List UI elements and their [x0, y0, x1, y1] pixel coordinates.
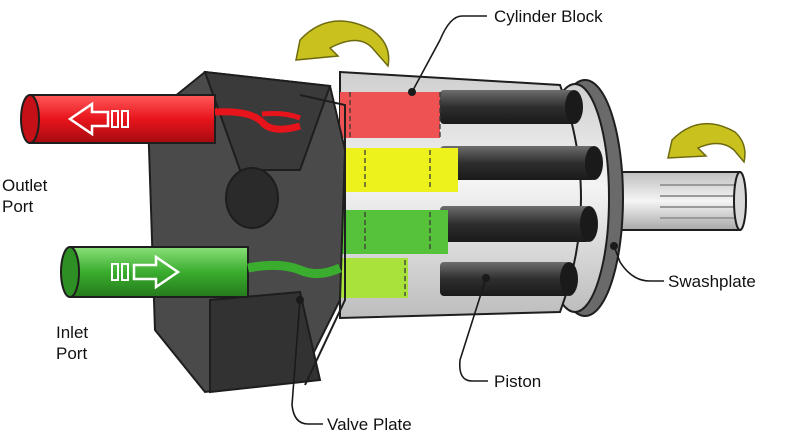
label-outlet-port-line2: Port — [2, 197, 33, 216]
leader-lines — [291, 15, 664, 425]
cylinder-bores — [340, 92, 458, 298]
label-piston: Piston — [494, 372, 541, 391]
drive-shaft — [614, 171, 747, 231]
green-bore-lower — [340, 258, 408, 298]
red-bore — [340, 92, 440, 138]
shaft-rotation-arrow-icon — [667, 122, 746, 164]
rotation-arrow-icon — [295, 20, 390, 68]
label-inlet-port-line1: Inlet — [56, 323, 88, 342]
label-swashplate: Swashplate — [668, 272, 756, 291]
inlet-pipe — [60, 246, 342, 298]
label-valve-plate: Valve Plate — [327, 415, 412, 434]
label-cylinder-block: Cylinder Block — [494, 7, 603, 26]
label-inlet-port-line2: Port — [56, 344, 87, 363]
label-outlet-port-line1: Outlet — [2, 176, 48, 195]
valve-housing — [146, 70, 347, 394]
piston-rods — [440, 90, 603, 296]
outlet-flow-arrow-icon — [67, 101, 129, 137]
outlet-pipe — [20, 94, 301, 144]
inlet-flow-arrow-icon — [111, 254, 181, 290]
green-bore-upper — [340, 210, 448, 254]
yellow-bore — [340, 148, 458, 192]
